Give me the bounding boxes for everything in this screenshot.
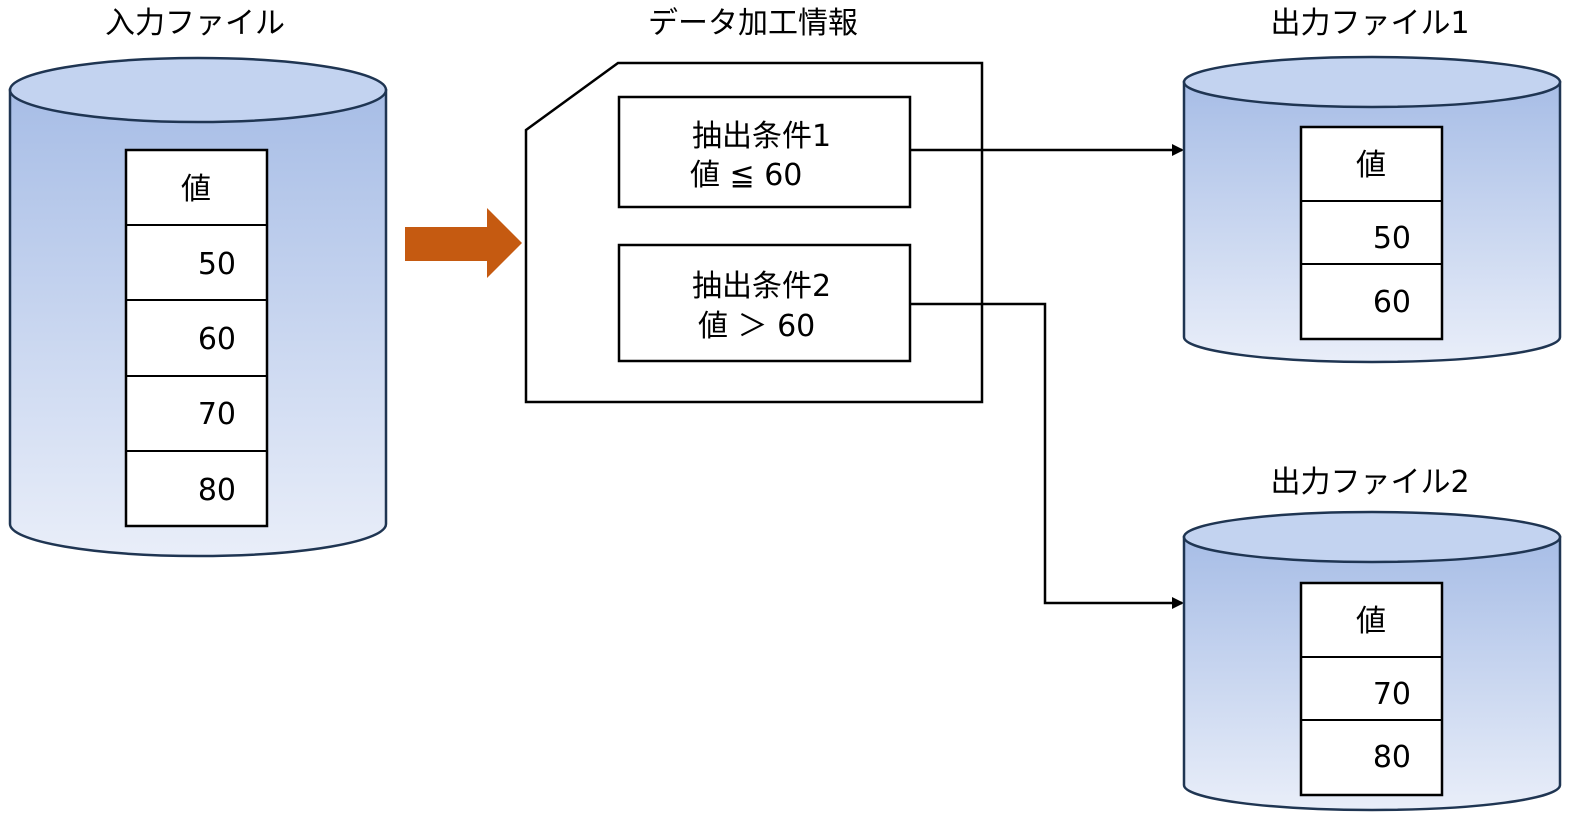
- output-2-value-table: 値 70 80: [1299, 581, 1444, 797]
- output-file-2: 出力ファイル2 値 70 80: [1182, 465, 1562, 812]
- condition-1-box: 抽出条件1 値 ≦ 60: [617, 95, 912, 209]
- output-1-table-header: 値: [1356, 148, 1386, 183]
- input-value-cell: 60: [198, 322, 236, 357]
- input-file-title: 入力ファイル: [105, 6, 285, 41]
- output-file-1: 出力ファイル1 値 50 60: [1182, 6, 1562, 364]
- output-file-2-title: 出力ファイル2: [1270, 465, 1469, 500]
- input-file: 入力ファイル 値 50 60 70 80: [8, 6, 388, 558]
- input-table-header: 値: [181, 172, 211, 207]
- input-value-cell: 70: [198, 397, 236, 432]
- condition-1-name: 抽出条件1: [692, 119, 831, 154]
- output-file-1-title: 出力ファイル1: [1270, 6, 1469, 41]
- input-value-cell: 50: [198, 247, 236, 282]
- connector-condition-2-to-output-2: [910, 302, 1184, 609]
- output-1-value-cell: 60: [1373, 285, 1411, 320]
- processing-info: データ加工情報 抽出条件1 値 ≦ 60 抽出条件2 値 ＞ 60: [524, 6, 984, 404]
- condition-2-name: 抽出条件2: [692, 269, 831, 304]
- flow-arrow: [405, 208, 522, 278]
- output-2-table-header: 値: [1356, 604, 1386, 639]
- output-2-value-cell: 80: [1373, 740, 1411, 775]
- input-value-cell: 80: [198, 473, 236, 508]
- condition-1-rule: 値 ≦ 60: [690, 158, 802, 193]
- input-value-table: 値 50 60 70 80: [124, 148, 269, 528]
- output-1-value-table: 値 50 60: [1299, 125, 1444, 341]
- processing-title: データ加工情報: [648, 6, 858, 41]
- output-2-value-cell: 70: [1373, 677, 1411, 712]
- condition-2-box: 抽出条件2 値 ＞ 60: [617, 243, 912, 363]
- output-1-value-cell: 50: [1373, 221, 1411, 256]
- condition-2-rule: 値 ＞ 60: [698, 309, 815, 344]
